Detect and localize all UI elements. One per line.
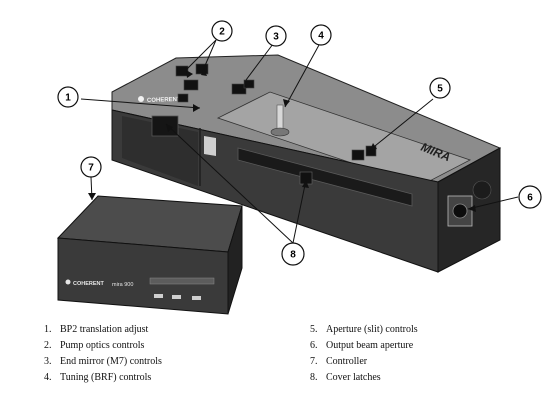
legend-right-column: 5. Aperture (slit) controls 6. Output beam… bbox=[310, 322, 418, 386]
controller-model-logo: mira 900 bbox=[112, 282, 133, 288]
legend-text: Tuning (BRF) controls bbox=[60, 372, 152, 383]
callout-markers: 1 2 3 4 5 6 7 8 bbox=[57, 20, 542, 266]
callout-6-label: 6 bbox=[527, 193, 533, 204]
legend-number: 4. bbox=[44, 372, 52, 383]
callout-7-label: 7 bbox=[88, 163, 94, 174]
legend-number: 2. bbox=[44, 340, 52, 351]
legend-text: Cover latches bbox=[326, 372, 381, 383]
legend-item: 6. Output beam aperture bbox=[310, 338, 418, 354]
callout-4: 4 bbox=[310, 24, 332, 46]
legend-text: BP2 translation adjust bbox=[60, 324, 149, 335]
callout-3-label: 3 bbox=[273, 32, 279, 43]
legend-text: Aperture (slit) controls bbox=[326, 324, 418, 335]
legend-number: 3. bbox=[44, 356, 52, 367]
callout-1: 1 bbox=[57, 86, 79, 108]
legend-number: 5. bbox=[310, 324, 318, 335]
cover-latch-slot bbox=[237, 147, 413, 207]
callout-3: 3 bbox=[265, 25, 287, 47]
controller-display bbox=[149, 277, 215, 285]
controller-side bbox=[227, 205, 243, 315]
legend-item: 7. Controller bbox=[310, 354, 418, 370]
callout-7: 7 bbox=[80, 156, 102, 178]
controller-brand-logo: COHERENT bbox=[73, 281, 105, 287]
callout-6: 6 bbox=[518, 185, 542, 209]
aperture-knobs bbox=[351, 145, 377, 161]
legend-text: Output beam aperture bbox=[326, 340, 414, 351]
callout-4-label: 4 bbox=[318, 31, 324, 42]
legend-item: 5. Aperture (slit) controls bbox=[310, 322, 418, 338]
callout-8: 8 bbox=[281, 242, 305, 266]
laser-head: COHERENT MIRA bbox=[111, 54, 502, 273]
legend-number: 8. bbox=[310, 372, 318, 383]
legend-number: 7. bbox=[310, 356, 318, 367]
legend-item: 1. BP2 translation adjust bbox=[44, 322, 162, 338]
legend-number: 1. bbox=[44, 324, 52, 335]
legend-number: 6. bbox=[310, 340, 318, 351]
controller-front bbox=[57, 237, 229, 315]
left-control-panel bbox=[122, 116, 198, 186]
callout-8-label: 8 bbox=[290, 250, 296, 261]
legend-left-column: 1. BP2 translation adjust 2. Pump optics c… bbox=[44, 322, 162, 386]
legend-text: Controller bbox=[326, 356, 368, 367]
warning-label bbox=[204, 136, 216, 156]
legend-text: Pump optics controls bbox=[60, 340, 145, 351]
callout-2-label: 2 bbox=[219, 27, 225, 38]
legend-text: End mirror (M7) controls bbox=[60, 356, 162, 367]
output-aperture bbox=[447, 180, 492, 227]
head-brand-logo: COHERENT bbox=[147, 97, 181, 104]
legend-item: 8. Cover latches bbox=[310, 370, 418, 386]
callout-1-label: 1 bbox=[65, 93, 71, 104]
controller-buttons bbox=[154, 294, 201, 300]
callout-2: 2 bbox=[211, 20, 233, 42]
callout-5-label: 5 bbox=[437, 84, 443, 95]
controller-unit: COHERENT mira 900 bbox=[56, 195, 243, 315]
legend-item: 3. End mirror (M7) controls bbox=[44, 354, 162, 370]
legend-item: 2. Pump optics controls bbox=[44, 338, 162, 354]
brf-tuning-control bbox=[270, 104, 290, 137]
legend-item: 4. Tuning (BRF) controls bbox=[44, 370, 162, 386]
callout-5: 5 bbox=[429, 77, 451, 99]
bp2-adjust-window bbox=[151, 115, 179, 137]
